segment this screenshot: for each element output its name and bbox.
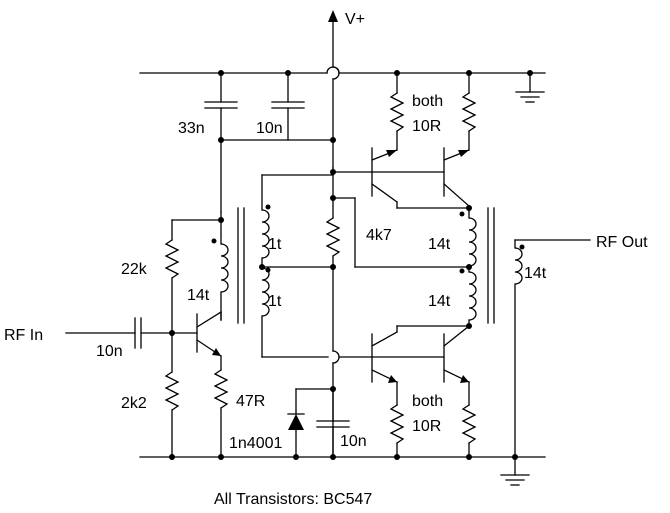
capacitor-33n-label: 33n (178, 120, 205, 137)
capacitor-10n-top-label: 10n (256, 120, 283, 137)
inductor-1t-b-label: 1t (268, 293, 282, 310)
rf-out-label: RF Out (596, 234, 648, 251)
capacitor-10n-top: 10n (256, 72, 305, 141)
junction-dots (169, 70, 533, 460)
transformer-core-left (237, 207, 245, 324)
transistor-top-right (371, 147, 470, 207)
inductor-14t-out-label: 14t (524, 265, 547, 282)
inductor-14t-right-a-label: 14t (428, 236, 451, 253)
transistor-input: 47R (196, 311, 265, 458)
resistor-both-bottom-label: both (412, 393, 443, 410)
output-transformer-secondary: 14t RF Out (514, 234, 648, 458)
resistor-10r-top-label: 10R (412, 118, 441, 135)
resistor-both-top-label: both (412, 93, 443, 110)
rf-in-label: RF In (4, 327, 43, 344)
transistor-bottom-left (338, 331, 398, 383)
resistor-4k7-label: 4k7 (366, 227, 392, 244)
capacitor-10n-in-label: 10n (96, 343, 123, 360)
emitter-resistors-bottom: both 10R (389, 381, 477, 458)
transistor-bottom-right (371, 325, 470, 383)
output-transformer-primary: 14t 14t (428, 211, 477, 327)
rf-input: RF In 10n (4, 317, 198, 360)
transistor-top-left (332, 147, 398, 203)
supply-rails (139, 66, 546, 458)
emitter-resistors-top: both 10R (389, 72, 477, 151)
inductor-14t-input-label: 14t (187, 287, 210, 304)
transformer-core-right (487, 207, 495, 324)
ground-symbol-top (515, 72, 545, 103)
resistor-4k7: 4k7 (325, 167, 392, 458)
footer-note: All Transistors: BC547 (214, 491, 372, 508)
capacitor-10n-bottom: 10n (316, 388, 367, 458)
diode-1n4001: 1n4001 (229, 388, 334, 458)
ground-symbol-bottom (500, 456, 530, 486)
centre-link-1t: 1t 1t (261, 174, 334, 358)
resistor-2k2-label: 2k2 (121, 395, 147, 412)
inductor-1t-a-label: 1t (268, 236, 282, 253)
resistor-47r-label: 47R (236, 393, 265, 410)
bias-divider: 22k 2k2 (121, 219, 222, 458)
inductor-14t-right-b-label: 14t (428, 293, 451, 310)
capacitor-10n-bottom-label: 10n (340, 433, 367, 450)
vplus-label: V+ (345, 11, 365, 28)
resistor-22k-label: 22k (121, 261, 148, 278)
capacitor-33n: 33n (178, 72, 238, 213)
diode-1n4001-label: 1n4001 (229, 435, 282, 452)
vplus-supply: V+ (328, 10, 365, 169)
resistor-10r-bottom-label: 10R (412, 418, 441, 435)
input-transformer-primary: 14t (187, 211, 229, 321)
